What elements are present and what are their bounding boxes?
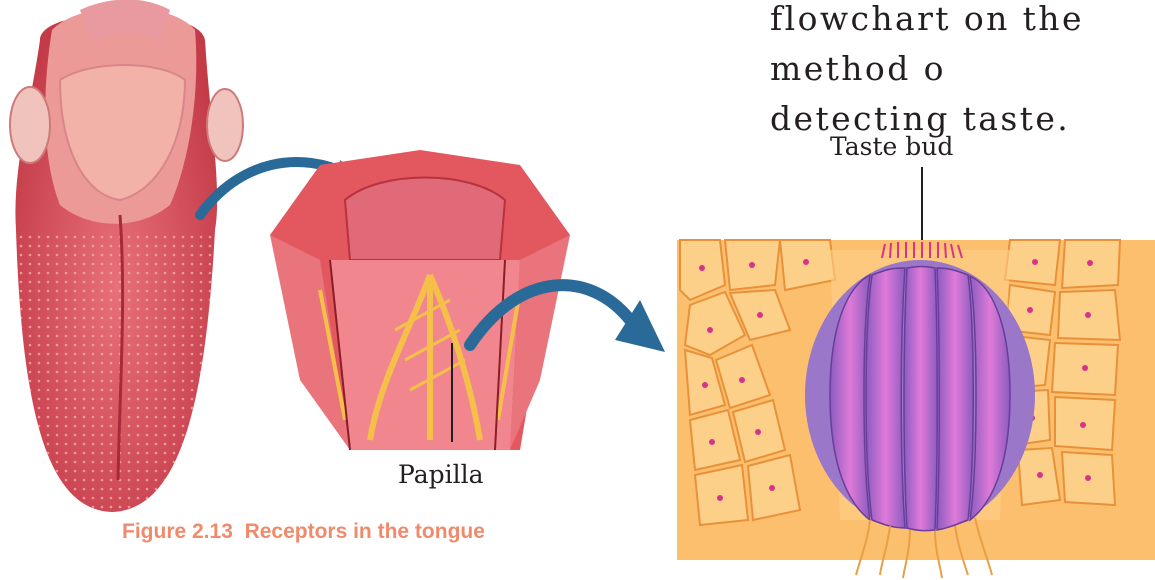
taste-bud-image [677, 240, 1155, 578]
tongue-image [10, 0, 243, 512]
